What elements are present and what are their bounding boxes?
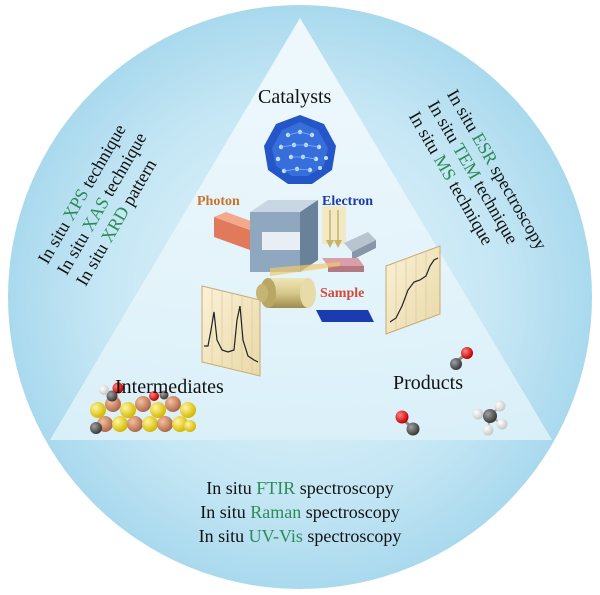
electron-beam-icon: [322, 206, 346, 248]
scattered-beam-icon: [270, 262, 340, 276]
technique-raman: In situ Raman spectroscopy: [200, 502, 400, 522]
technique-uv-vis: In situ UV-Vis spectroscopy: [198, 526, 402, 546]
technique-ftir: In situ FTIR spectroscopy: [206, 478, 394, 498]
analyzer-box-icon: [250, 200, 318, 272]
left-spectrum-panel: [201, 285, 261, 377]
surface-cluster-icon: [90, 382, 196, 434]
corner-label-intermediates: Intermediates: [115, 376, 224, 398]
electron-label: Electron: [322, 194, 374, 209]
co-molecule-icon-2: [395, 410, 420, 436]
cylinder-detector-icon: [256, 278, 316, 308]
catalyst-particle-icon: [264, 115, 336, 184]
co-molecule-icon: [450, 347, 473, 370]
electron-gun-icon: [344, 232, 376, 260]
methane-molecule-icon: [472, 400, 508, 436]
substrate-icon: [316, 310, 374, 322]
sample-label: Sample: [320, 286, 365, 301]
right-spectrum-panel: [385, 245, 441, 335]
corner-label-products: Products: [393, 372, 463, 394]
photon-label: Photon: [197, 194, 240, 209]
corner-label-catalysts: Catalysts: [258, 86, 332, 108]
